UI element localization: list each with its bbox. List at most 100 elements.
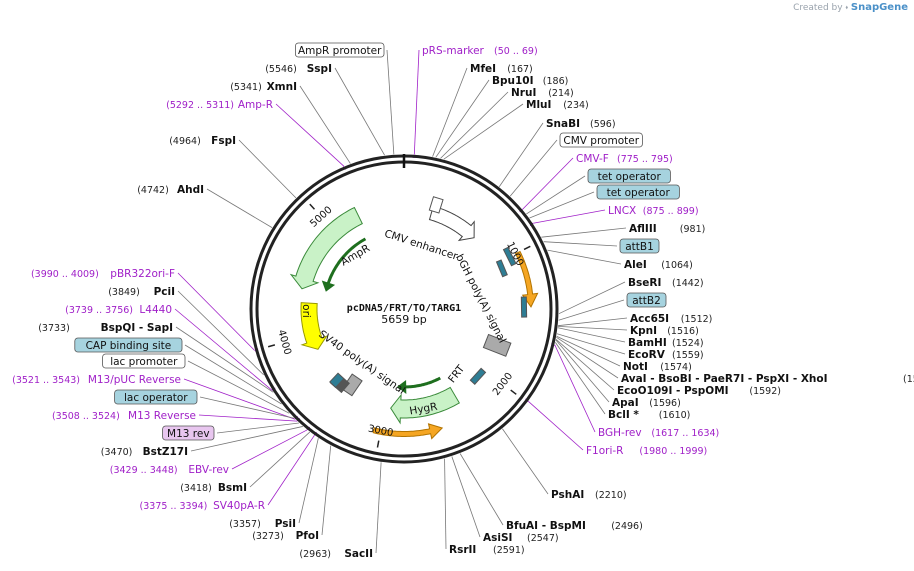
xmni-annotation[interactable]: XmnI(5341) — [230, 81, 297, 93]
label-position: (234) — [563, 100, 589, 111]
mlui-annotation[interactable]: MluI(234) — [526, 99, 589, 111]
acc65i-annotation[interactable]: Acc65I(1512) — [630, 313, 712, 325]
sacii-annotation[interactable]: SacII(2963) — [299, 548, 373, 560]
tick-mark — [376, 440, 380, 448]
apai-annotation[interactable]: ApaI(1596) — [612, 397, 681, 409]
afliii-annotation[interactable]: AflIII(981) — [629, 223, 705, 235]
attb1-annotation[interactable]: attB1 — [619, 238, 660, 254]
asisi-annotation[interactable]: AsiSI(2547) — [483, 532, 559, 544]
label-name: AflIII — [629, 223, 657, 235]
pfoi-annotation[interactable]: PfoI(3273) — [252, 530, 319, 542]
label-position: (3470) — [101, 447, 133, 458]
lac-operator-annotation[interactable]: lac operator — [114, 389, 198, 405]
bseri-annotation[interactable]: BseRI (1442) — [628, 277, 704, 289]
l4440-annotation[interactable]: L4440(3739 .. 3756) — [65, 304, 172, 316]
ahdi-annotation[interactable]: AhdI(4742) — [137, 184, 204, 196]
connector-line — [298, 438, 319, 524]
label-position: (5546) — [265, 64, 297, 75]
rsrii-annotation[interactable]: RsrII(2591) — [449, 544, 525, 556]
ecoo109i-annotation[interactable]: EcoO109I - PspOMI(1592) — [617, 385, 781, 397]
sv40pa-r-annotation[interactable]: SV40pA-R(3375 .. 3394) — [140, 500, 265, 512]
snabi-annotation[interactable]: SnaBI (596) — [546, 118, 616, 130]
lncx-annotation[interactable]: LNCX(875 .. 899) — [608, 205, 699, 217]
bsmi-annotation[interactable]: BsmI(3418) — [180, 482, 247, 494]
label-position: (1559) — [672, 350, 704, 361]
label-name: RsrII — [449, 544, 476, 556]
label-position: (1580) — [903, 374, 914, 385]
bspqi-annotation[interactable]: BspQI - SapI(3733) — [38, 322, 173, 334]
bstz17i-annotation[interactable]: BstZ17I(3470) — [101, 446, 188, 458]
connector-line — [177, 290, 264, 376]
connector-line — [432, 67, 468, 157]
connector-line — [459, 453, 504, 526]
label-name: EBV-rev — [188, 464, 229, 476]
connector-line — [190, 426, 303, 452]
noti-annotation[interactable]: NotI(1574) — [623, 361, 692, 373]
mfei-annotation[interactable]: MfeI(167) — [470, 63, 533, 75]
snapgene-logo-icon: ⬪ — [845, 3, 848, 13]
connector-line — [321, 445, 332, 536]
connector-line — [528, 401, 584, 451]
amp-r-annotation[interactable]: Amp-R(5292 .. 5311) — [166, 99, 273, 111]
label-name: BsmI — [218, 482, 247, 494]
tet-operator-1-annotation[interactable]: tet operator — [587, 168, 671, 184]
kpni-annotation[interactable]: KpnI(1516) — [630, 325, 699, 337]
ecorv-annotation[interactable]: EcoRV(1559) — [628, 349, 704, 361]
fspi-annotation[interactable]: FspI(4964) — [169, 135, 236, 147]
label-position: (2496) — [611, 521, 643, 532]
credit-brand: SnapGene — [850, 2, 908, 13]
connector-line — [555, 339, 610, 403]
ebv-rev-annotation[interactable]: EBV-rev(3429 .. 3448) — [110, 464, 229, 476]
tick-mark — [309, 203, 316, 210]
cmv-f-annotation[interactable]: CMV-F (775 .. 795) — [576, 153, 673, 165]
bamhi-annotation[interactable]: BamHI(1524) — [628, 337, 704, 349]
bcli-annotation[interactable]: BclI *(1610) — [608, 409, 690, 421]
label-name: CMV-F — [576, 153, 609, 165]
bpu10i-annotation[interactable]: Bpu10I(186) — [492, 75, 568, 87]
cmv-promoter-annotation[interactable]: CMV promoter — [559, 132, 643, 148]
connector-line — [555, 339, 615, 391]
prs-marker-annotation[interactable]: pRS-marker(50 .. 69) — [422, 45, 538, 57]
m13-puc-reverse-annotation[interactable]: M13/pUC Reverse(3521 .. 3543) — [12, 374, 181, 386]
label-name: BseRI — [628, 277, 661, 289]
m13-rev-annotation[interactable]: M13 rev — [162, 425, 215, 441]
pbr322ori-f-annotation[interactable]: pBR322ori-F(3990 .. 4009) — [31, 268, 175, 280]
nrui-annotation[interactable]: NruI(214) — [511, 87, 574, 99]
label-name: SnaBI — [546, 118, 580, 130]
bfuai-annotation[interactable]: BfuAI - BspMI(2496) — [506, 520, 643, 532]
attb2-annotation[interactable]: attB2 — [626, 292, 667, 308]
pshai-annotation[interactable]: PshAI(2210) — [551, 489, 627, 501]
label-box — [294, 42, 385, 58]
avai-annotation[interactable]: AvaI - BsoBI - PaeR7I - PspXI - XhoI(158… — [621, 373, 914, 385]
bgh-rev-annotation[interactable]: BGH-rev(1617 .. 1634) — [598, 427, 719, 439]
label-position: (186) — [543, 76, 569, 87]
m13-reverse-annotation[interactable]: M13 Reverse(3508 .. 3524) — [52, 410, 196, 422]
label-text: CAP binding site — [86, 340, 172, 352]
label-name: PshAI — [551, 489, 584, 501]
tet-operator-2-annotation[interactable]: tet operator — [596, 184, 680, 200]
label-position: (1442) — [672, 278, 704, 289]
lac-promoter-annotation[interactable]: lac promoter — [102, 353, 186, 369]
connector-line — [249, 431, 311, 488]
label-name: LNCX — [608, 205, 636, 217]
label-name: AsiSI — [483, 532, 512, 544]
label-position: (596) — [590, 119, 616, 130]
connector-line — [299, 85, 351, 164]
attb2-mark — [520, 296, 528, 318]
connector-line — [547, 249, 622, 265]
connector-line — [558, 281, 626, 315]
label-name: BamHI — [628, 337, 667, 349]
label-position: (1592) — [749, 386, 781, 397]
f1ori-r-annotation[interactable]: F1ori-R(1980 .. 1999) — [586, 445, 707, 457]
pcii-annotation[interactable]: PciI(3849) — [108, 286, 175, 298]
ampr-promoter-annotation[interactable]: AmpR promoter — [294, 42, 385, 58]
cap-binding-site-annotation[interactable]: CAP binding site — [74, 337, 183, 353]
connector-line — [451, 456, 481, 538]
label-position: (775 .. 795) — [617, 154, 673, 165]
sspi-annotation[interactable]: SspI(5546) — [265, 63, 332, 75]
label-name: SacII — [344, 548, 373, 560]
label-layer: pRS-marker(50 .. 69) MfeI(167)Bpu10I(186)… — [12, 42, 914, 560]
psii-annotation[interactable]: PsiI(3357) — [229, 518, 296, 530]
alei-annotation[interactable]: AleI(1064) — [624, 259, 693, 271]
label-position: (167) — [507, 64, 533, 75]
